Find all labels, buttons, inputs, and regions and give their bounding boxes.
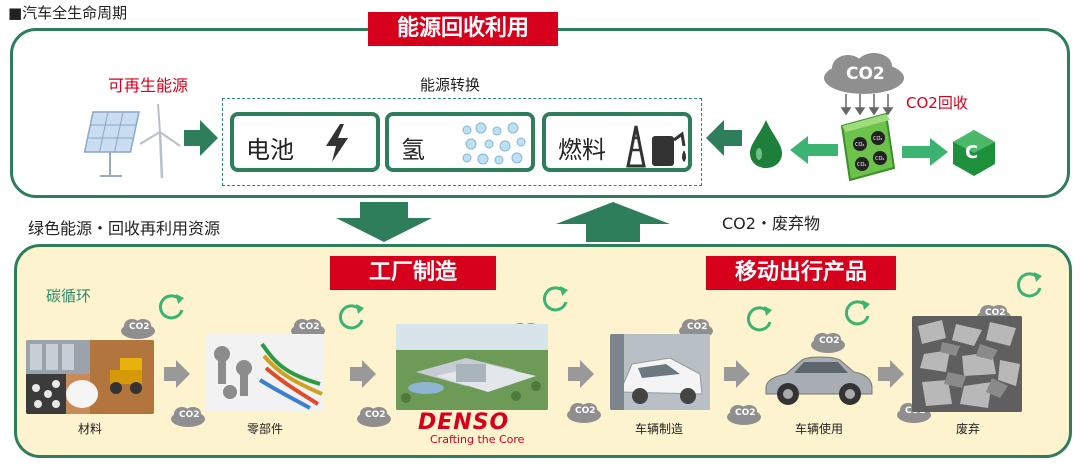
cycle-arrow-icon (844, 300, 870, 326)
co2-badge-label: CO2 (179, 410, 200, 420)
gray-arrow-icon (724, 360, 750, 388)
gray-arrow-icon (350, 360, 376, 388)
lightning-icon (326, 124, 348, 162)
fuel-box: 燃料 (542, 112, 692, 172)
left-arrow-icon (706, 120, 742, 156)
cycle-arrow-icon (746, 306, 772, 332)
co2-badge-label: CO2 (299, 322, 320, 332)
carbon-cycle-label: 碳循环 (46, 287, 92, 305)
co2-waste-label: CO2・废弃物 (722, 214, 820, 233)
disposal-label: 废弃 (955, 422, 980, 436)
co2-cloud-badge: CO2 (810, 332, 846, 358)
mobility-banner: 移动出行产品 (706, 256, 896, 290)
co2-cloud-badge: CO2 (170, 406, 206, 432)
svg-text:CO₂: CO₂ (875, 156, 884, 162)
cycle-arrow-icon (1016, 272, 1042, 298)
green-resources-label: 绿色能源・回收再利用资源 (28, 219, 221, 238)
co2-badge-label: CO2 (985, 308, 1006, 318)
svg-text:CO₂: CO₂ (857, 162, 866, 168)
up-arrow-icon (556, 202, 670, 242)
fuel-label: 燃料 (558, 136, 606, 164)
hydrogen-label: 氢 (401, 136, 425, 164)
carbon-label: C (965, 142, 979, 163)
page-title: ■汽车全生命周期 (8, 4, 128, 22)
right-arrow-light-icon (902, 138, 948, 166)
fuel-droplet-icon (750, 120, 782, 168)
energy-conversion-group (222, 98, 702, 186)
denso-logo: DENSO (418, 410, 510, 435)
co2-cloud-badge: CO2 (678, 318, 714, 344)
gray-arrow-icon (878, 360, 904, 388)
svg-text:CO₂: CO₂ (855, 142, 864, 148)
down-arrow-icon (336, 202, 432, 242)
co2-cloud-badge: CO2 (356, 406, 392, 432)
denso-tagline: Crafting the Core (430, 433, 525, 446)
energy-conversion-label: 能源转换 (420, 76, 481, 94)
solar-wind-icon (83, 103, 181, 179)
vehicle-manufacturing-photo (610, 334, 710, 410)
co2-badge-label: CO2 (687, 322, 708, 332)
co2-badge-label: CO2 (819, 336, 840, 346)
svg-text:CO₂: CO₂ (873, 136, 882, 142)
co2-cloud-label: CO2 (846, 64, 885, 84)
renewable-energy-label: 可再生能源 (108, 76, 189, 95)
capture-arrows-icon (840, 94, 894, 116)
co2-badge-label: CO2 (365, 410, 386, 420)
battery-box: 电池 (230, 112, 380, 172)
co2-cloud-badge: CO2 (566, 402, 602, 428)
cycle-arrow-icon (158, 294, 184, 320)
cycle-arrow-icon (542, 286, 568, 312)
cycle-arrow-icon (338, 304, 364, 330)
bubbles-icon (462, 122, 526, 165)
co2-recovery-label: CO2回收 (906, 94, 968, 112)
factory-photo (396, 324, 548, 410)
co2-capture-device-icon: CO₂ CO₂ CO₂ CO₂ (840, 112, 896, 182)
gray-arrow-icon (568, 360, 594, 388)
materials-label: 材料 (77, 422, 102, 436)
co2-cloud-badge: CO2 (120, 318, 156, 344)
right-arrow-icon (184, 120, 218, 156)
left-arrow-light-icon (790, 136, 838, 164)
parts-photo (206, 334, 324, 412)
co2-cloud-badge: CO2 (726, 404, 762, 430)
vehicle-use-label: 车辆使用 (794, 422, 843, 436)
vehicle-manufacturing-label: 车辆制造 (634, 422, 683, 436)
oil-rig-icon (626, 125, 686, 168)
factory-banner: 工厂制造 (330, 256, 496, 290)
carbon-hexagon-icon (953, 130, 995, 176)
gray-arrow-icon (164, 360, 190, 388)
materials-photo (26, 340, 154, 414)
co2-badge-label: CO2 (735, 408, 756, 418)
car-icon (765, 356, 873, 405)
co2-cloud-icon (824, 53, 904, 94)
parts-label: 零部件 (246, 422, 283, 436)
energy-recovery-banner: 能源回收利用 (368, 12, 558, 46)
scrap-photo (912, 316, 1022, 412)
battery-label: 电池 (246, 136, 294, 164)
co2-badge-label: CO2 (575, 406, 596, 416)
co2-badge-label: CO2 (129, 322, 150, 332)
hydrogen-box: 氢 (385, 112, 535, 172)
